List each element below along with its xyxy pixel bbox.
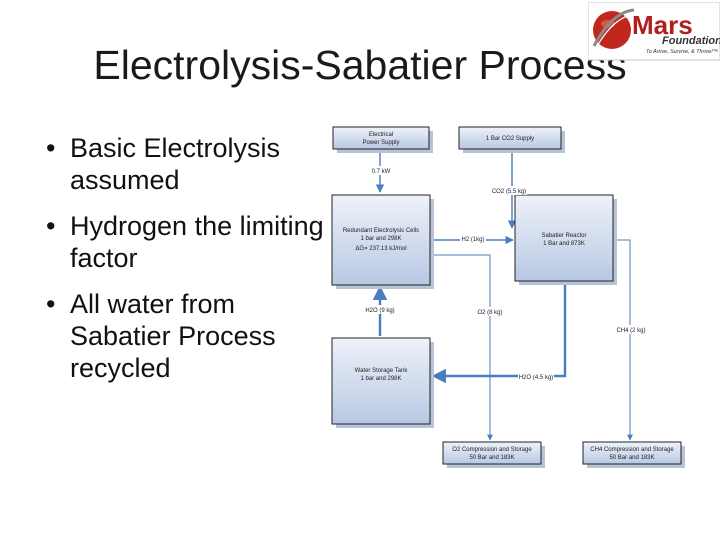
flow-o2 <box>430 254 493 441</box>
label-h2o-in: H2O (9 kg) <box>365 308 394 314</box>
box-electrolysis-cells: Redundant Electrolysis Cells 1 bar and 2… <box>331 194 434 289</box>
box-o2-storage: O2 Compression and Storage 50 Bar and 18… <box>442 441 545 468</box>
box-sabatier-reactor: Sabatier Reactor 1 Bar and 873K <box>514 194 617 285</box>
electrolysis-line3: ΔG= 237.13 kJ/mol <box>355 246 406 252</box>
slide-title: Electrolysis-Sabatier Process <box>93 42 627 88</box>
box-co2-supply: 1 Bar CO2 Supply <box>458 126 565 153</box>
sabatier-line2: 1 Bar and 873K <box>543 241 585 247</box>
water-tank-line2: 1 bar and 298K <box>360 376 401 382</box>
flow-labels: 0.7 kW CO2 (5.5 kg) H2 (1kg) H2O (9 kg) … <box>364 166 647 381</box>
logo-name: Mars <box>632 10 693 40</box>
mars-foundation-logo: Mars Foundation To Arrive, Survive, & Th… <box>588 2 720 61</box>
bullet-item: •All water from Sabatier Process recycle… <box>46 289 276 383</box>
flow-h2o-out <box>431 284 567 384</box>
mars-planet-logo-icon <box>592 8 637 49</box>
co2-supply-line1: 1 Bar CO2 Supply <box>486 136 534 142</box>
bullet-item: •Hydrogen the limiting factor <box>46 211 324 273</box>
label-ch4: CH4 (2 kg) <box>616 328 645 334</box>
box-ch4-storage: CH4 Compression and Storage 50 Bar and 1… <box>582 441 685 468</box>
bullet-list: •Basic Electrolysis assumed •Hydrogen th… <box>40 132 330 398</box>
logo-tagline: To Arrive, Survive, & Thrive!™ <box>646 49 718 55</box>
electrolysis-line2: 1 bar and 298K <box>360 236 401 242</box>
label-h2o-out: H2O (4.5 kg) <box>519 375 553 381</box>
sabatier-line1: Sabatier Reactor <box>541 233 586 239</box>
label-power: 0.7 kW <box>372 169 391 175</box>
bullet-text: Basic Electrolysis assumed <box>70 133 281 195</box>
power-supply-line1: Electrical <box>369 132 393 138</box>
bullet-item: •Basic Electrolysis assumed <box>46 133 281 195</box>
label-co2: CO2 (5.5 kg) <box>492 189 526 195</box>
box-water-storage-tank: Water Storage Tank 1 bar and 298K <box>331 337 434 428</box>
ch4-storage-line2: 50 Bar and 183K <box>609 455 654 461</box>
bullet-text: Hydrogen the limiting factor <box>70 211 324 273</box>
label-o2: O2 (8 kg) <box>477 310 502 316</box>
box-power-supply: Electrical Power Supply <box>332 126 433 153</box>
bullet-text: All water from Sabatier Process recycled <box>70 289 276 383</box>
water-tank-line1: Water Storage Tank <box>355 368 409 374</box>
label-h2: H2 (1kg) <box>461 237 484 243</box>
o2-storage-line2: 50 Bar and 183K <box>469 455 514 461</box>
power-supply-line2: Power Supply <box>362 140 399 146</box>
o2-storage-line1: O2 Compression and Storage <box>452 447 532 453</box>
logo-name-suffix: Foundation <box>662 35 720 47</box>
flow-ch4 <box>614 239 633 441</box>
ch4-storage-line1: CH4 Compression and Storage <box>590 447 674 453</box>
electrolysis-line1: Redundant Electrolysis Cells <box>343 228 419 234</box>
